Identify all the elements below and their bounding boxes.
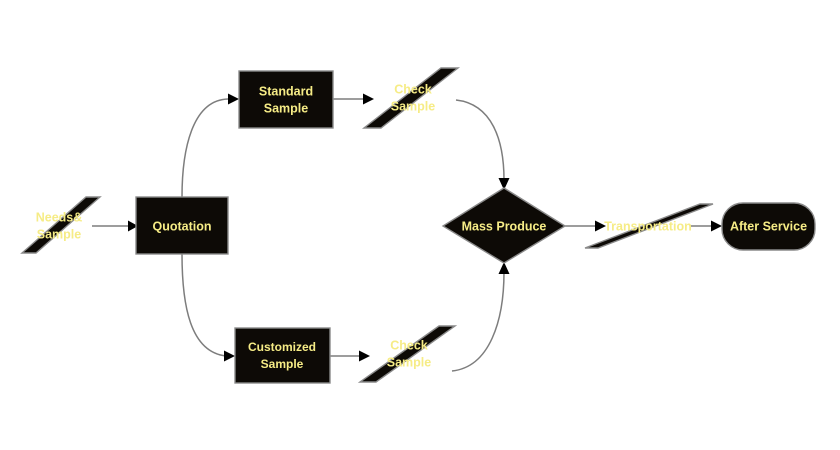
edge-quotation-to-standard (181, 93, 239, 198)
edge-quotation-to-customized (181, 253, 235, 362)
node-standard-sample[interactable]: Standard Sample (238, 70, 334, 129)
needs-sample-shape[interactable] (20, 196, 102, 254)
edge-check-top-to-mass (455, 99, 510, 190)
edge-check-bottom-to-mass (451, 262, 510, 372)
customized-sample-shape[interactable] (234, 327, 331, 384)
node-after-service[interactable]: After Service (721, 202, 816, 251)
edge-mass-to-transportation (565, 220, 606, 232)
edge-standard-to-check-top (333, 93, 374, 105)
check-sample-customized-shape[interactable] (357, 325, 458, 383)
edge-layer (92, 93, 722, 372)
edge-transportation-to-after-service (690, 220, 722, 232)
node-quotation[interactable]: Quotation (135, 196, 229, 255)
edge-customized-to-check-bottom (330, 350, 370, 362)
after-service-shape[interactable] (721, 202, 816, 251)
node-customized-sample[interactable]: Customized Sample (234, 327, 331, 384)
edge-needs-to-quotation (92, 220, 138, 232)
check-sample-standard-shape[interactable] (361, 67, 461, 129)
transportation-shape[interactable] (584, 203, 714, 249)
standard-sample-shape[interactable] (238, 70, 334, 129)
quotation-shape[interactable] (135, 196, 229, 255)
mass-produce-shape[interactable] (441, 187, 567, 264)
